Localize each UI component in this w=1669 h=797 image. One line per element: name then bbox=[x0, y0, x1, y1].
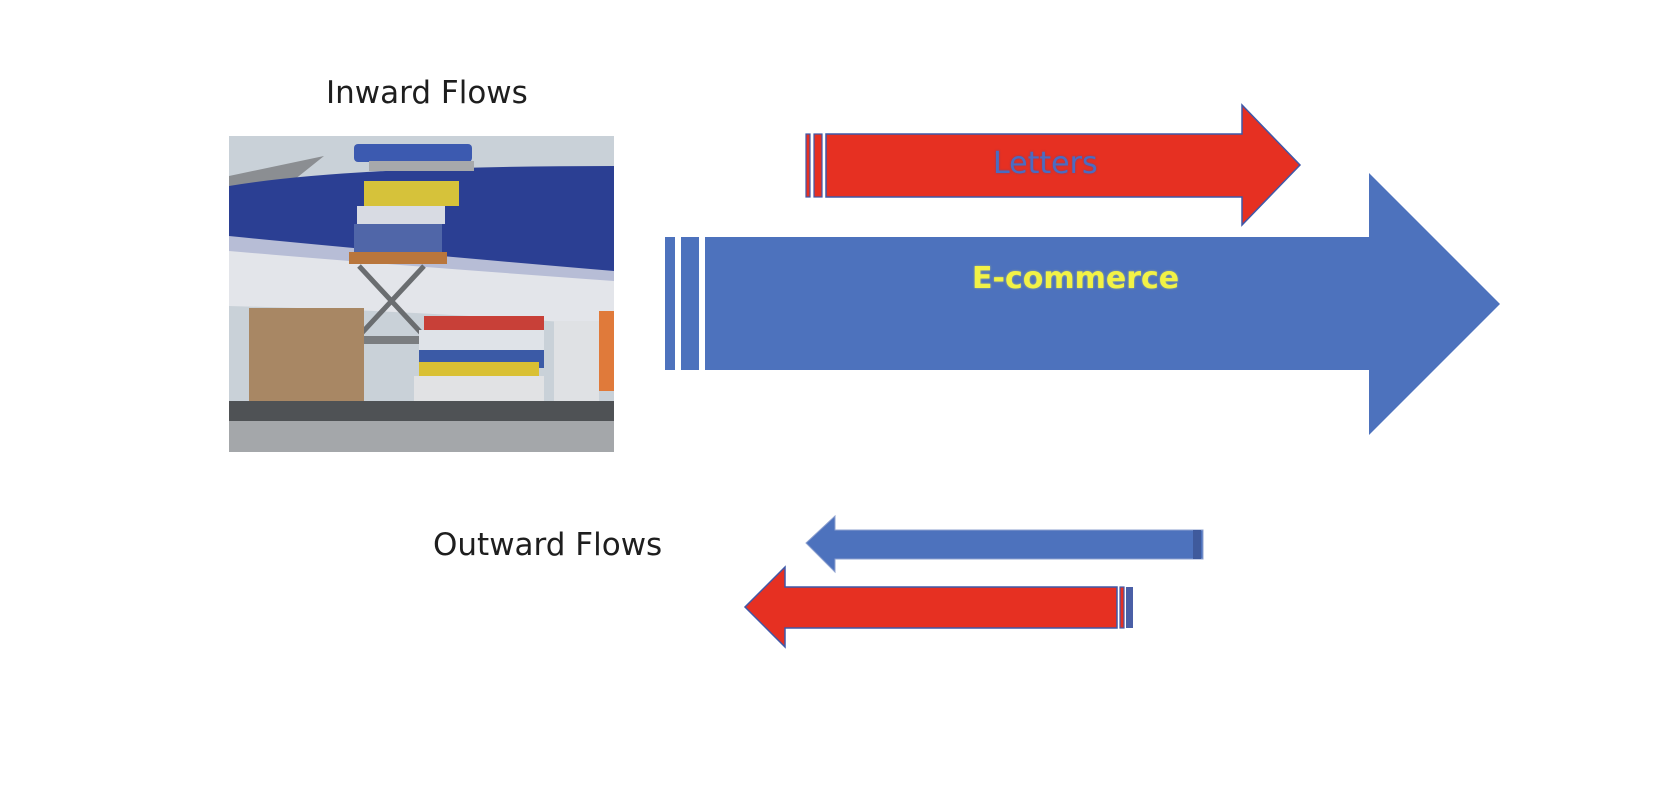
ecommerce-arrow-shape bbox=[705, 173, 1500, 435]
outward-flows-label: Outward Flows bbox=[433, 527, 663, 563]
photo-fuselage-white bbox=[229, 246, 614, 326]
outward-blue-arrow-shape bbox=[805, 514, 1204, 574]
ecommerce-stripe-1 bbox=[665, 237, 675, 370]
photo-cargo-door bbox=[354, 144, 472, 162]
outward-red-stripe-2 bbox=[1126, 587, 1133, 628]
photo-orange-cart bbox=[599, 311, 614, 391]
letters-arrow bbox=[805, 103, 1302, 227]
photo-pallet-red bbox=[424, 316, 544, 330]
letters-stripe-1 bbox=[805, 133, 811, 198]
ecommerce-arrow bbox=[665, 173, 1500, 435]
outward-blue-stripe bbox=[1193, 530, 1201, 559]
outward-red-stripe-1 bbox=[1119, 586, 1125, 629]
photo-lift-platform bbox=[339, 336, 459, 344]
photo-scissor-lift bbox=[357, 264, 426, 338]
photo-pallet-yellow bbox=[364, 181, 459, 206]
photo-pallet-white bbox=[357, 206, 445, 224]
photo-tarmac bbox=[229, 421, 614, 452]
inward-flows-label: Inward Flows bbox=[326, 75, 528, 111]
photo-boxes-brown bbox=[249, 308, 364, 403]
photo-pallet-base bbox=[414, 376, 544, 401]
letters-label: Letters bbox=[993, 146, 1098, 181]
photo-vehicle bbox=[554, 321, 599, 401]
ecommerce-label: E-commerce bbox=[972, 261, 1180, 296]
letters-arrow-shape bbox=[825, 103, 1302, 227]
outward-red-arrow-shape bbox=[743, 565, 1118, 649]
photo-dollies bbox=[229, 401, 614, 421]
outward-blue-arrow bbox=[805, 514, 1204, 574]
photo-pallet-light bbox=[419, 330, 544, 350]
letters-stripe-2 bbox=[813, 133, 823, 198]
photo-pallet-gold bbox=[419, 362, 539, 376]
outward-red-arrow bbox=[743, 565, 1133, 649]
photo-pallet-mixed bbox=[354, 224, 442, 252]
cargo-plane-photo bbox=[229, 136, 614, 452]
photo-door-frame bbox=[369, 161, 474, 171]
photo-pallet-orange bbox=[349, 252, 447, 264]
ecommerce-stripe-2 bbox=[681, 237, 699, 370]
